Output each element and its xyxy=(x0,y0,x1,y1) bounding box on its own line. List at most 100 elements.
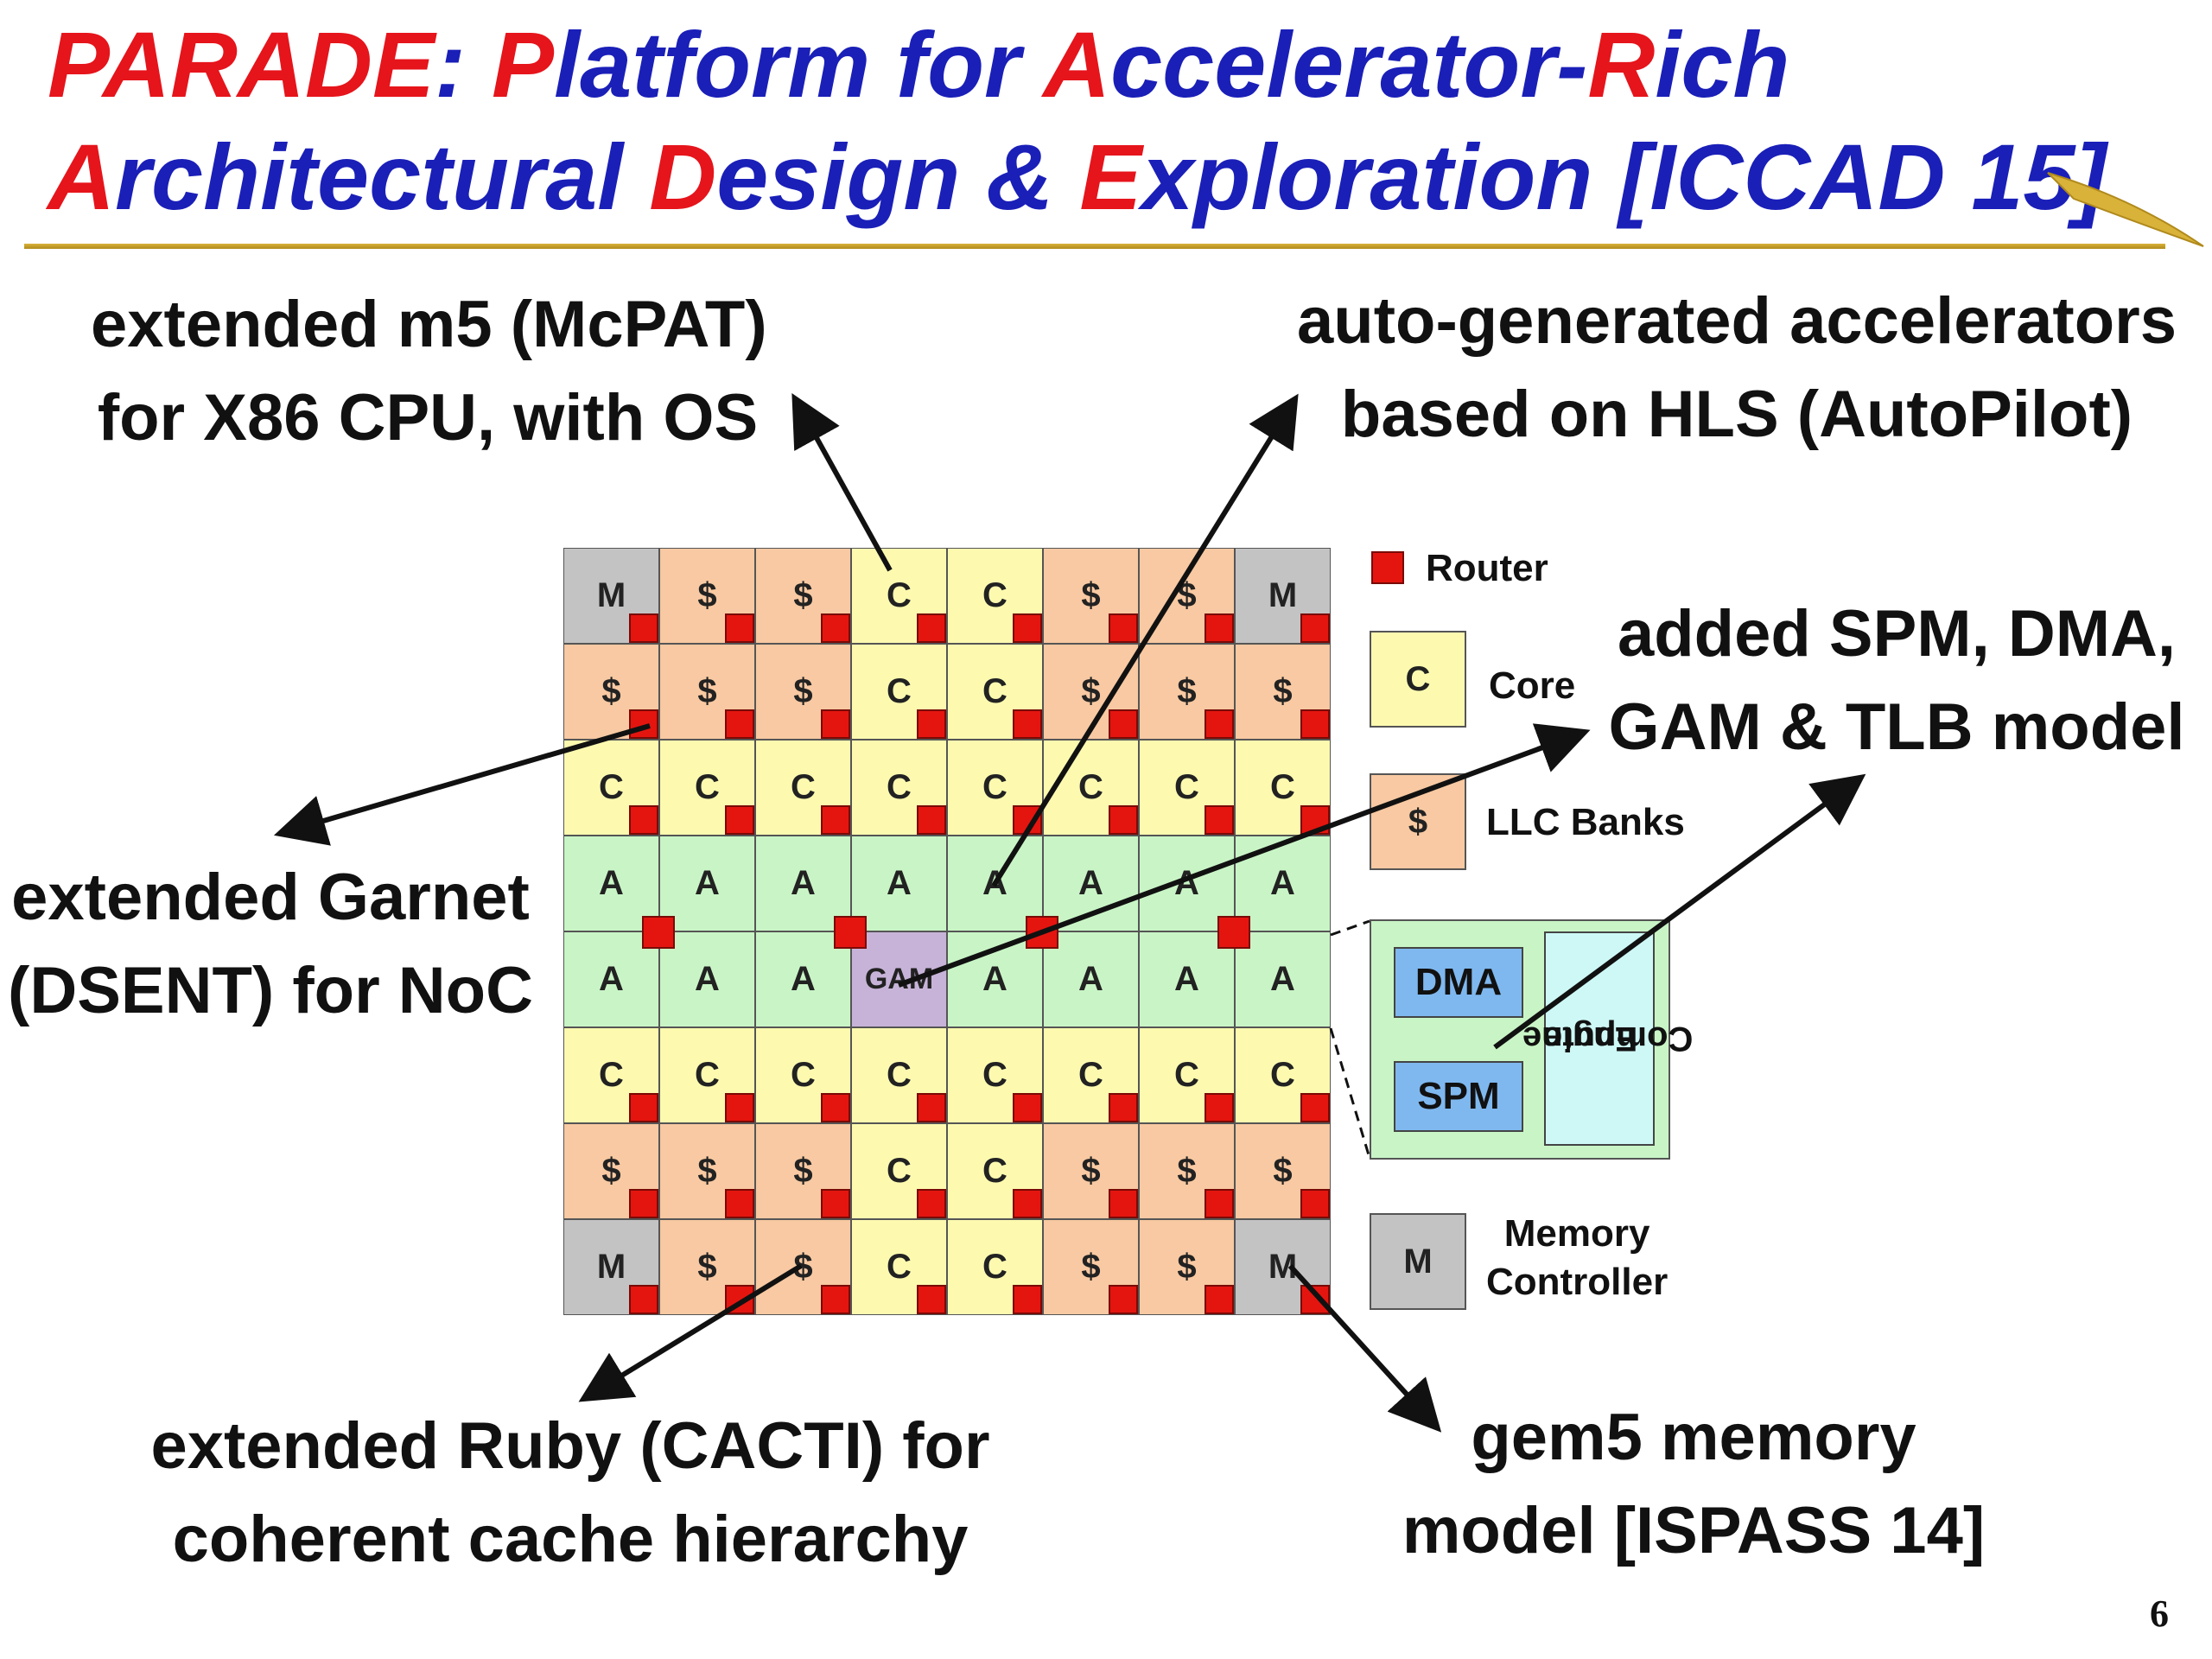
legend-core-swatch: C xyxy=(1370,631,1466,728)
spm-block: SPM xyxy=(1394,1061,1523,1132)
tile-label: $ xyxy=(1177,1248,1197,1286)
router-icon xyxy=(1013,1093,1042,1122)
router-icon xyxy=(725,613,754,643)
router-icon xyxy=(1300,709,1330,739)
dashed-zoom-line-bottom xyxy=(1329,1027,1371,1159)
legend-mem-line2: Controller xyxy=(1486,1261,1669,1303)
core-tile: C xyxy=(563,1027,659,1123)
llc-bank-tile: $ xyxy=(1043,1219,1139,1315)
tile-label: C xyxy=(1270,768,1295,806)
core-tile: C xyxy=(659,740,755,836)
router-icon xyxy=(1205,1093,1234,1122)
tile-label: C xyxy=(982,768,1007,806)
router-icon xyxy=(725,709,754,739)
llc-bank-tile: $ xyxy=(659,1219,755,1315)
legend-mem-label: Memory Controller xyxy=(1486,1210,1668,1306)
tile-label: C xyxy=(1174,1056,1199,1094)
tile-label: C xyxy=(695,1056,720,1094)
tile-label: C xyxy=(982,672,1007,710)
router-icon xyxy=(1013,1285,1042,1314)
title-fragment: R xyxy=(1587,12,1656,117)
tile-label: C xyxy=(695,768,720,806)
annotation-m5-line2: for X86 CPU, with OS xyxy=(97,381,759,454)
tile-label: A xyxy=(1078,960,1103,998)
router-icon xyxy=(821,805,850,835)
llc-bank-tile: $ xyxy=(755,1123,851,1219)
core-tile: C xyxy=(947,1027,1043,1123)
tile-label: C xyxy=(1270,1056,1295,1094)
core-tile: C xyxy=(851,740,947,836)
annotation-hls-line2: based on HLS (AutoPilot) xyxy=(1340,378,2133,451)
tile-label: A xyxy=(1270,960,1295,998)
router-icon xyxy=(1300,1093,1330,1122)
router-icon xyxy=(1205,1285,1234,1314)
core-tile: C xyxy=(1235,1027,1331,1123)
tile-label: $ xyxy=(697,1248,717,1286)
title-fragment: A xyxy=(1043,12,1111,117)
tile-label: A xyxy=(599,960,624,998)
router-icon xyxy=(821,709,850,739)
tile-label: $ xyxy=(1273,672,1293,710)
core-tile: C xyxy=(1043,740,1139,836)
tile-label: $ xyxy=(1081,672,1101,710)
core-tile: C xyxy=(947,548,1043,644)
router-icon xyxy=(1205,805,1234,835)
router-icon xyxy=(1013,709,1042,739)
router-icon xyxy=(1205,1189,1234,1218)
title-fragment: latform for xyxy=(554,12,1044,117)
page-number: 6 xyxy=(2150,1592,2169,1635)
router-icon xyxy=(917,1285,946,1314)
router-icon xyxy=(821,1189,850,1218)
legend-llc-label: LLC Banks xyxy=(1486,801,1685,843)
tile-label: M xyxy=(1268,1248,1298,1286)
tile-label: $ xyxy=(697,1152,717,1190)
router-icon xyxy=(725,1285,754,1314)
memory-controller-tile: M xyxy=(1235,548,1331,644)
annotation-ruby: extended Ruby (CACTI) for coherent cache… xyxy=(130,1400,1011,1586)
shared-router xyxy=(1026,916,1058,949)
annotation-ruby-line1: extended Ruby (CACTI) for xyxy=(150,1409,990,1483)
tile-label: C xyxy=(887,1248,912,1286)
title-fragment: ich xyxy=(1655,12,1790,117)
llc-bank-tile: $ xyxy=(1139,1123,1235,1219)
router-icon xyxy=(917,1093,946,1122)
llc-bank-tile: $ xyxy=(755,644,851,740)
title-fragment: P xyxy=(492,12,555,117)
title-fragment: E xyxy=(1079,124,1142,229)
annotation-gem5mem-line2: model [ISPASS 14] xyxy=(1402,1494,1986,1567)
legend-router-swatch xyxy=(1371,551,1404,584)
tile-label: $ xyxy=(697,672,717,710)
tile-label: $ xyxy=(697,576,717,614)
router-icon xyxy=(821,613,850,643)
annotation-garnet-line1: extended Garnet xyxy=(11,861,530,934)
tile-label: A xyxy=(982,864,1007,902)
title-divider xyxy=(24,244,2165,249)
tile-label: C xyxy=(887,768,912,806)
router-icon xyxy=(725,1189,754,1218)
memory-controller-tile: M xyxy=(563,1219,659,1315)
core-tile: C xyxy=(851,1219,947,1315)
title-line-2: Architectural Design & Exploration [ICCA… xyxy=(48,121,2106,233)
tile-label: $ xyxy=(1177,1152,1197,1190)
tile-label: C xyxy=(982,1056,1007,1094)
annotation-spm-line1: added SPM, DMA, xyxy=(1617,597,2177,671)
router-icon xyxy=(1109,709,1138,739)
title-fragment: ccelerator- xyxy=(1110,12,1588,117)
legend-router-label: Router xyxy=(1426,547,1548,589)
tile-label: $ xyxy=(1177,576,1197,614)
llc-bank-tile: $ xyxy=(659,644,755,740)
tile-label: C xyxy=(1174,768,1199,806)
compute-engine-line2: Engine xyxy=(1522,1020,1638,1058)
shared-router xyxy=(1217,916,1250,949)
core-tile: C xyxy=(947,1219,1043,1315)
annotation-ruby-line2: coherent cache hierarchy xyxy=(172,1503,969,1576)
llc-bank-tile: $ xyxy=(659,548,755,644)
tile-label: A xyxy=(982,960,1007,998)
router-icon xyxy=(917,709,946,739)
tile-label: A xyxy=(1174,864,1199,902)
title-line-1: PARADE: Platform for Accelerator-Rich xyxy=(48,9,2106,121)
router-icon xyxy=(1300,1285,1330,1314)
shared-router xyxy=(834,916,867,949)
llc-bank-tile: $ xyxy=(1043,644,1139,740)
router-icon xyxy=(1013,613,1042,643)
